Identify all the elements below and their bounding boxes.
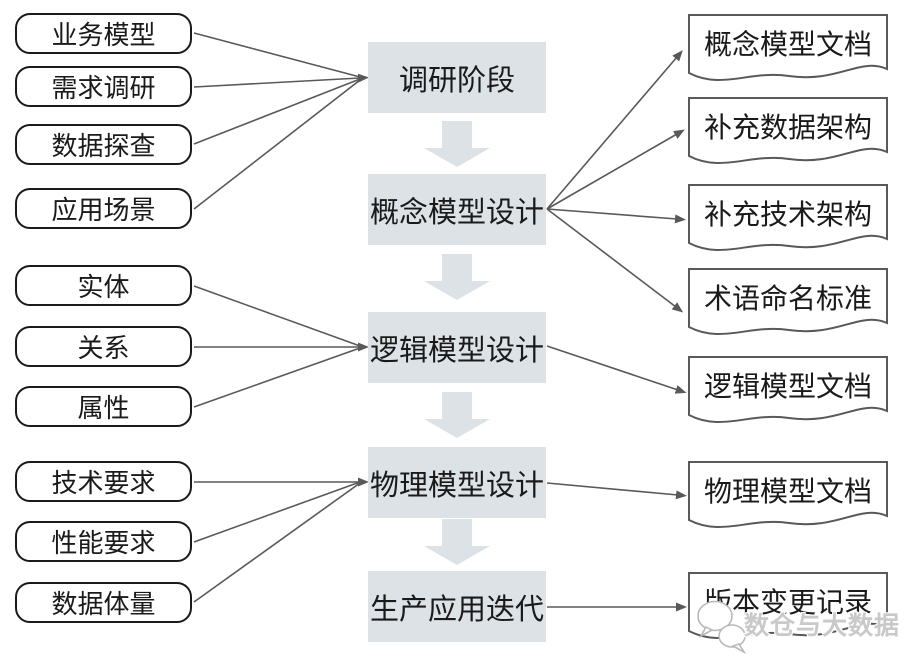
document-label: 逻辑模型文档 — [703, 371, 872, 402]
watermark-text: 数仓与大数据 — [744, 612, 901, 640]
document-node-logical-model-doc: 逻辑模型文档 — [688, 359, 888, 411]
connector-line — [546, 482, 687, 500]
connector-line — [546, 345, 687, 394]
connector-line — [193, 285, 361, 347]
node-label: 数据体量 — [51, 589, 156, 619]
input-node-performance-requirement: 性能要求 — [15, 521, 192, 562]
stage-node-physical-model-design: 物理模型设计 — [368, 447, 546, 518]
input-node-data-volume: 数据体量 — [15, 582, 192, 623]
input-connectors-logical — [193, 285, 369, 408]
node-label: 技术要求 — [51, 468, 156, 498]
document-node-physical-model-doc: 物理模型文档 — [688, 464, 888, 516]
connector-line — [193, 32, 361, 78]
stage-node-production-iteration: 生产应用迭代 — [368, 571, 546, 642]
document-shape — [688, 572, 888, 639]
input-node-technical-requirement: 技术要求 — [15, 461, 192, 502]
document-label: 补充数据架构 — [703, 112, 872, 143]
stage-label: 物理模型设计 — [369, 469, 544, 502]
node-label: 性能要求 — [51, 528, 156, 558]
document-label: 物理模型文档 — [703, 476, 872, 507]
connector-line — [193, 481, 361, 543]
document-shape — [688, 97, 888, 164]
document-node-supplement-data-arch: 补充数据架构 — [688, 100, 888, 152]
document-node-term-naming-standard: 术语命名标准 — [688, 271, 888, 323]
connector-line — [193, 73, 369, 88]
document-shape — [688, 356, 888, 423]
wechat-bubbles-icon — [697, 600, 747, 654]
document-label: 概念模型文档 — [703, 29, 872, 60]
watermark: 数仓与大数据 — [694, 592, 906, 656]
input-node-attribute: 属性 — [15, 386, 192, 427]
node-label: 关系 — [77, 333, 130, 363]
stage-node-concept-model-design: 概念模型设计 — [368, 174, 546, 245]
connector-line — [546, 129, 685, 210]
document-label: 术语命名标准 — [703, 283, 872, 314]
node-label: 数据探查 — [51, 131, 156, 161]
document-node-concept-model-doc: 概念模型文档 — [688, 17, 888, 69]
input-node-application-scenario: 应用场景 — [15, 188, 192, 229]
document-node-supplement-tech-arch: 补充技术架构 — [688, 187, 888, 239]
input-node-relationship: 关系 — [15, 326, 192, 367]
connector-line — [193, 79, 361, 210]
input-connectors-physical — [193, 477, 369, 603]
connector-line — [193, 78, 361, 145]
node-label: 实体 — [77, 272, 130, 302]
connector-line — [546, 50, 683, 210]
input-node-business-model: 业务模型 — [15, 13, 192, 54]
input-node-requirement-survey: 需求调研 — [15, 66, 192, 107]
output-connectors-single — [546, 345, 687, 612]
connector-line — [546, 208, 684, 313]
flow-down-arrows — [424, 121, 490, 565]
node-label: 需求调研 — [51, 73, 156, 103]
node-label: 属性 — [77, 393, 130, 423]
stage-node-research-phase: 调研阶段 — [368, 42, 546, 113]
flow-down-arrow — [424, 392, 490, 438]
output-connectors-concept — [546, 50, 686, 313]
stage-node-logical-model-design: 逻辑模型设计 — [368, 312, 546, 383]
connector-line — [193, 347, 361, 408]
document-label: 补充技术架构 — [703, 199, 872, 230]
flow-down-arrow — [424, 121, 490, 167]
node-label: 业务模型 — [51, 20, 156, 50]
input-node-data-exploration: 数据探查 — [15, 124, 192, 165]
document-shape — [688, 461, 888, 528]
connector-line — [193, 482, 361, 603]
document-shape — [688, 268, 888, 335]
stage-label: 概念模型设计 — [369, 196, 544, 229]
stage-label: 逻辑模型设计 — [369, 334, 544, 367]
flow-down-arrow — [424, 254, 490, 300]
stage-label: 调研阶段 — [398, 64, 515, 97]
flow-down-arrow — [424, 519, 490, 565]
document-shape — [688, 14, 888, 81]
document-shape — [688, 184, 888, 251]
input-connectors-research — [193, 32, 369, 210]
document-shapes — [688, 14, 888, 639]
node-label: 应用场景 — [51, 195, 156, 225]
input-node-entity: 实体 — [15, 265, 192, 306]
connector-line — [546, 208, 686, 224]
stage-label: 生产应用迭代 — [369, 593, 544, 626]
